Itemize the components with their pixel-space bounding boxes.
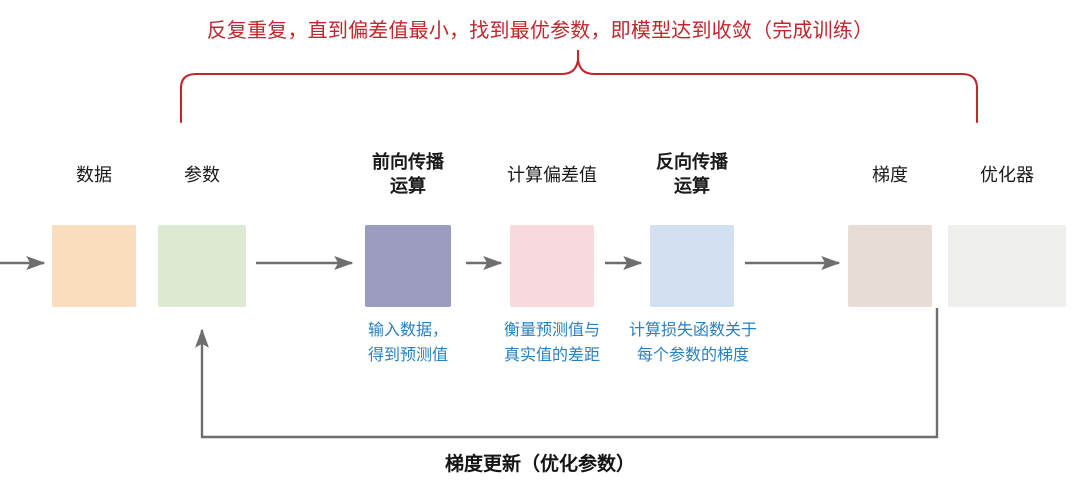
caption-backward-line2: 每个参数的梯度 [636, 347, 749, 364]
node-box-compute-loss [510, 225, 594, 307]
node-title-backward-propagation: 反向传播 运算 [610, 150, 774, 198]
node-caption-compute-loss: 衡量预测值与 真实值的差距 [470, 318, 634, 368]
node-title-params-line1: 参数 [184, 165, 220, 185]
node-title-backward-line2: 运算 [674, 176, 710, 196]
caption-loss-line2: 真实值的差距 [503, 347, 600, 364]
node-title-forward-propagation: 前向传播 运算 [326, 150, 490, 198]
node-title-gradient: 梯度 [808, 163, 972, 187]
caption-backward-line1: 计算损失函数关于 [628, 322, 757, 339]
node-caption-forward-propagation: 输入数据， 得到预测值 [326, 318, 490, 368]
node-title-compute-loss: 计算偏差值 [470, 163, 634, 187]
node-caption-backward-propagation: 计算损失函数关于 每个参数的梯度 [609, 318, 777, 368]
node-box-params [158, 225, 246, 307]
node-title-data: 数据 [12, 163, 176, 187]
node-title-loss-line1: 计算偏差值 [507, 165, 597, 185]
gradient-update-label: 梯度更新（优化参数） [444, 454, 635, 475]
node-box-backward-propagation [650, 225, 734, 307]
caption-forward-line1: 输入数据， [367, 322, 448, 339]
node-box-forward-propagation [365, 225, 451, 307]
caption-forward-line2: 得到预测值 [367, 347, 448, 364]
headline-text: 反复重复，直到偏差值最小，找到最优参数，即模型达到收敛（完成训练） [206, 20, 874, 42]
node-title-optimizer-line1: 优化器 [980, 165, 1034, 185]
node-title-data-line1: 数据 [76, 165, 112, 185]
node-box-gradient [848, 225, 932, 307]
node-title-params: 参数 [120, 163, 284, 187]
node-box-optimizer [948, 225, 1066, 307]
gradient-update-feedback-arrow [195, 308, 939, 439]
node-title-backward-line1: 反向传播 [656, 152, 728, 172]
caption-loss-line1: 衡量预测值与 [503, 322, 600, 339]
node-title-forward-line1: 前向传播 [372, 152, 444, 172]
convergence-brace-icon [179, 50, 979, 124]
node-title-forward-line2: 运算 [390, 176, 426, 196]
node-box-data [52, 225, 136, 307]
node-title-optimizer: 优化器 [925, 163, 1080, 187]
node-title-gradient-line1: 梯度 [872, 165, 908, 185]
